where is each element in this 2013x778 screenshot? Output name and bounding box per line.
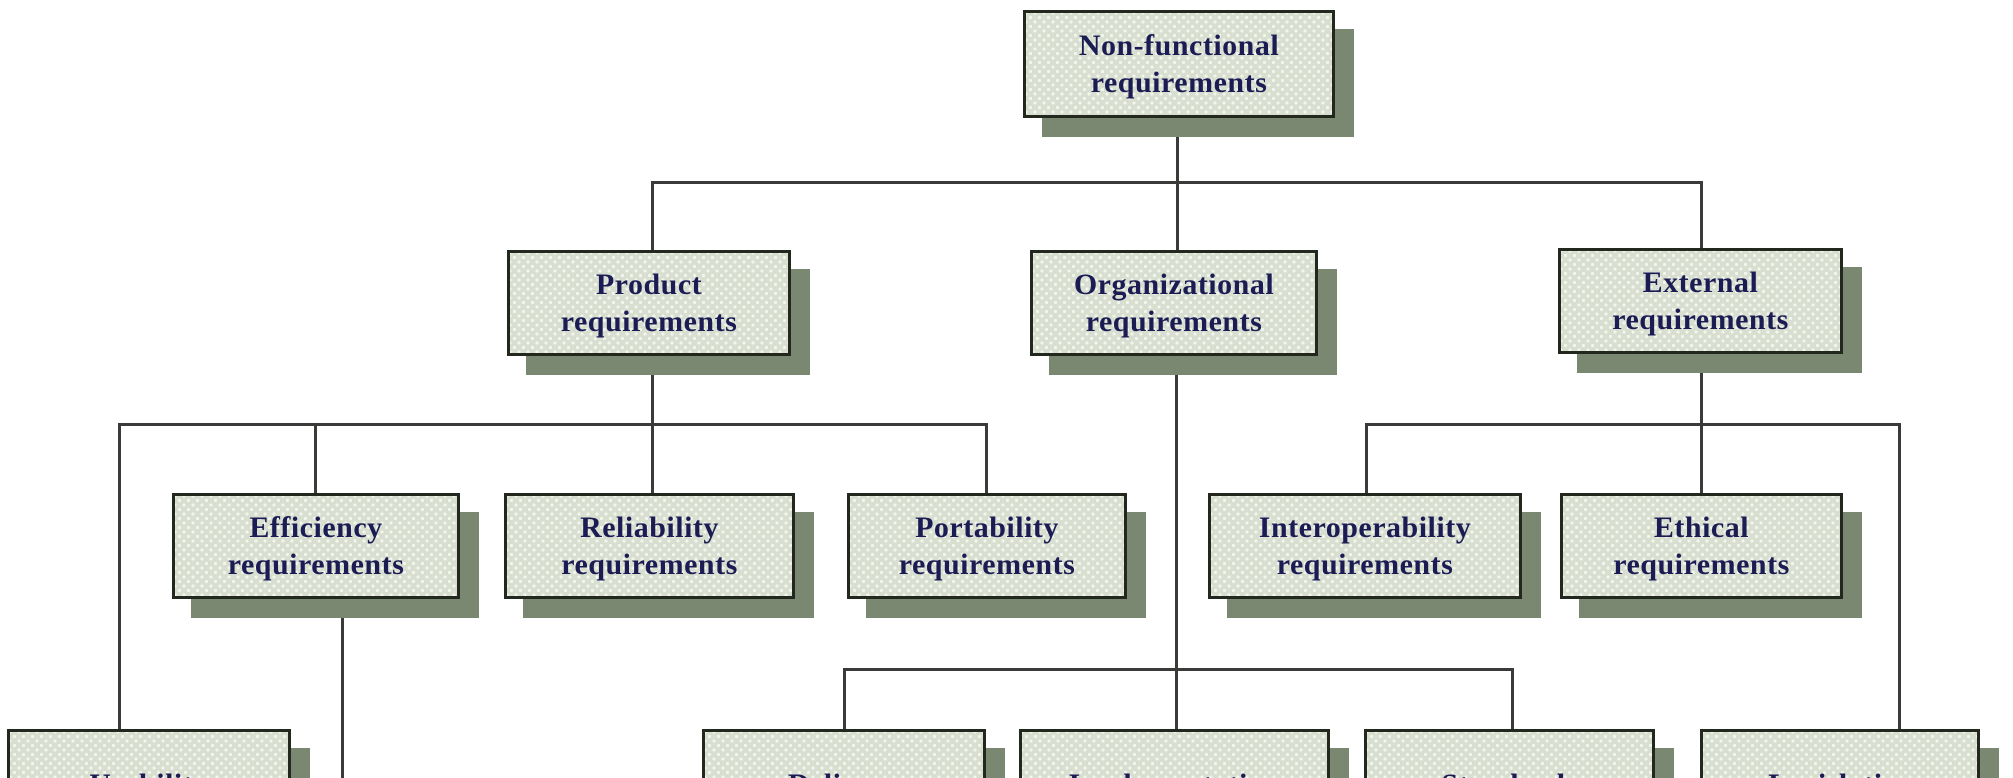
node-efficiency-requirements: Efficiency requirements bbox=[172, 493, 460, 599]
node-label-line2: requirements bbox=[898, 548, 1076, 581]
node-label-line1: Reliability bbox=[580, 511, 719, 544]
connector-external-horizontal bbox=[1365, 423, 1901, 426]
node-label-line2: requirements bbox=[1613, 548, 1790, 581]
connector-level1-horizontal bbox=[651, 181, 1703, 184]
node-label-line2: requirements bbox=[1090, 66, 1268, 99]
node-label-line1: Non-functional bbox=[1078, 29, 1280, 62]
node-delivery-requirements: Delivery bbox=[702, 729, 986, 778]
node-label-line2: requirements bbox=[1085, 305, 1263, 338]
connector-organizational-horizontal bbox=[843, 668, 1514, 671]
connector-legislative-drop bbox=[1898, 423, 1901, 729]
connector-portability-drop bbox=[985, 423, 988, 493]
node-label-line1: Portability bbox=[915, 511, 1059, 544]
node-label-line1: Delivery bbox=[788, 766, 900, 778]
node-label-line1: Organizational bbox=[1073, 268, 1275, 301]
node-label-line2: requirements bbox=[227, 548, 405, 581]
connector-efficiency-children bbox=[341, 599, 344, 778]
node-legislative-requirements: Legislative bbox=[1700, 729, 1980, 778]
node-label-line1: Ethical bbox=[1653, 511, 1750, 544]
node-label-line1: External bbox=[1642, 266, 1759, 299]
node-product-requirements: Product requirements bbox=[507, 250, 791, 356]
connector-root-stem bbox=[1176, 118, 1179, 250]
node-ethical-requirements: Ethical requirements bbox=[1560, 493, 1843, 599]
connector-usability-drop bbox=[118, 423, 121, 729]
node-usability-requirements: Usability bbox=[7, 729, 291, 778]
node-standards-requirements: Standards bbox=[1364, 729, 1655, 778]
node-label-line2: requirements bbox=[560, 305, 738, 338]
node-label-line1: Legislative bbox=[1768, 766, 1912, 778]
node-label-line1: Standards bbox=[1441, 766, 1577, 778]
node-label-line1: Efficiency bbox=[249, 511, 383, 544]
node-label-line2: requirements bbox=[1612, 303, 1789, 336]
node-label-line1: Implementation bbox=[1069, 766, 1281, 778]
node-label-line2: requirements bbox=[561, 548, 738, 581]
connector-interoperability-drop bbox=[1365, 423, 1368, 493]
node-organizational-requirements: Organizational requirements bbox=[1030, 250, 1318, 356]
node-label-line2: requirements bbox=[1276, 548, 1454, 581]
connector-standards-drop bbox=[1511, 668, 1514, 729]
connector-delivery-drop bbox=[843, 668, 846, 729]
node-label-line1: Product bbox=[595, 268, 703, 301]
node-label-line1: Interoperability bbox=[1258, 511, 1472, 544]
node-external-requirements: External requirements bbox=[1558, 248, 1843, 354]
connector-organizational-stem bbox=[1175, 356, 1178, 729]
connector-external-drop bbox=[1700, 181, 1703, 248]
node-interoperability-requirements: Interoperability requirements bbox=[1208, 493, 1522, 599]
node-portability-requirements: Portability requirements bbox=[847, 493, 1127, 599]
node-reliability-requirements: Reliability requirements bbox=[504, 493, 795, 599]
connector-product-drop bbox=[651, 181, 654, 250]
connector-product-horizontal bbox=[118, 423, 988, 426]
node-non-functional-requirements: Non-functional requirements bbox=[1023, 10, 1335, 118]
connector-efficiency-drop bbox=[314, 423, 317, 493]
node-label-line1: Usability bbox=[89, 766, 209, 778]
node-implementation-requirements: Implementation bbox=[1019, 729, 1330, 778]
